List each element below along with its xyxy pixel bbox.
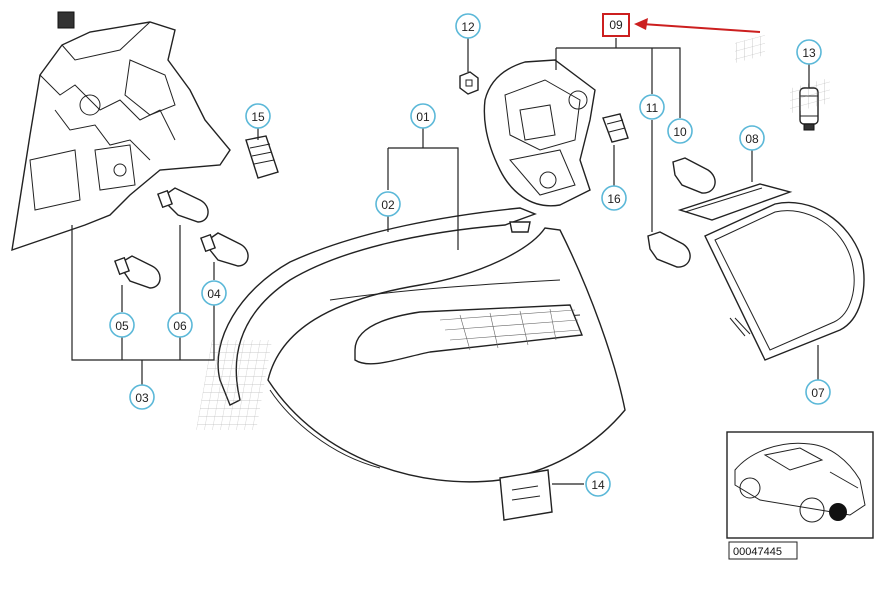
svg-text:07: 07: [811, 386, 825, 400]
svg-text:05: 05: [115, 319, 129, 333]
highlight-dot-icon: [829, 503, 847, 521]
highlight-arrow: [634, 18, 761, 33]
callout-12[interactable]: 12: [455, 13, 481, 39]
bulb-05-icon: [114, 255, 161, 289]
callout-11[interactable]: 11: [639, 94, 665, 120]
svg-text:15: 15: [251, 110, 265, 124]
inner-lamp-07: [704, 35, 865, 361]
callout-08[interactable]: 08: [739, 125, 765, 151]
svg-text:14: 14: [591, 478, 605, 492]
callout-14[interactable]: 14: [585, 471, 611, 497]
callout-04[interactable]: 04: [201, 280, 227, 306]
connector-16-icon: [602, 113, 629, 143]
callout-05[interactable]: 05: [109, 312, 135, 338]
bulb-04-icon: [200, 232, 249, 267]
svg-text:11: 11: [646, 101, 659, 115]
callout-15[interactable]: 15: [245, 103, 271, 129]
lamp-holder-09: [483, 59, 596, 207]
vehicle-location-inset: [726, 431, 874, 539]
svg-text:01: 01: [416, 110, 430, 124]
svg-text:09: 09: [609, 18, 623, 32]
tail-light-lens: [196, 207, 626, 483]
svg-text:06: 06: [173, 319, 187, 333]
svg-text:08: 08: [745, 132, 759, 146]
label-14: [499, 469, 553, 521]
callout-03[interactable]: 03: [129, 384, 155, 410]
callout-06[interactable]: 06: [167, 312, 193, 338]
reference-number-box: 00047445: [728, 541, 798, 560]
svg-text:12: 12: [461, 20, 475, 34]
gasket-08: [677, 183, 793, 221]
connector-15-icon: [245, 135, 279, 179]
svg-text:10: 10: [673, 125, 687, 139]
svg-text:03: 03: [135, 391, 149, 405]
callout-10[interactable]: 10: [667, 118, 693, 144]
callout-01[interactable]: 01: [410, 103, 436, 129]
callout-16[interactable]: 16: [601, 185, 627, 211]
callout-02[interactable]: 02: [375, 191, 401, 217]
callout-09-highlighted[interactable]: 09: [602, 13, 630, 37]
bulb-10-icon: [672, 157, 716, 194]
bulb-11-icon: [647, 231, 691, 268]
bulb-carrier-assembly: [11, 11, 231, 252]
svg-text:04: 04: [207, 287, 221, 301]
bulb-06-icon: [157, 187, 209, 223]
callout-07[interactable]: 07: [805, 379, 831, 405]
svg-text:02: 02: [381, 198, 395, 212]
svg-text:00047445: 00047445: [733, 546, 782, 558]
svg-text:16: 16: [607, 192, 621, 206]
nut-12-icon: [459, 71, 479, 95]
callout-13[interactable]: 13: [796, 39, 822, 65]
svg-text:13: 13: [802, 46, 816, 60]
